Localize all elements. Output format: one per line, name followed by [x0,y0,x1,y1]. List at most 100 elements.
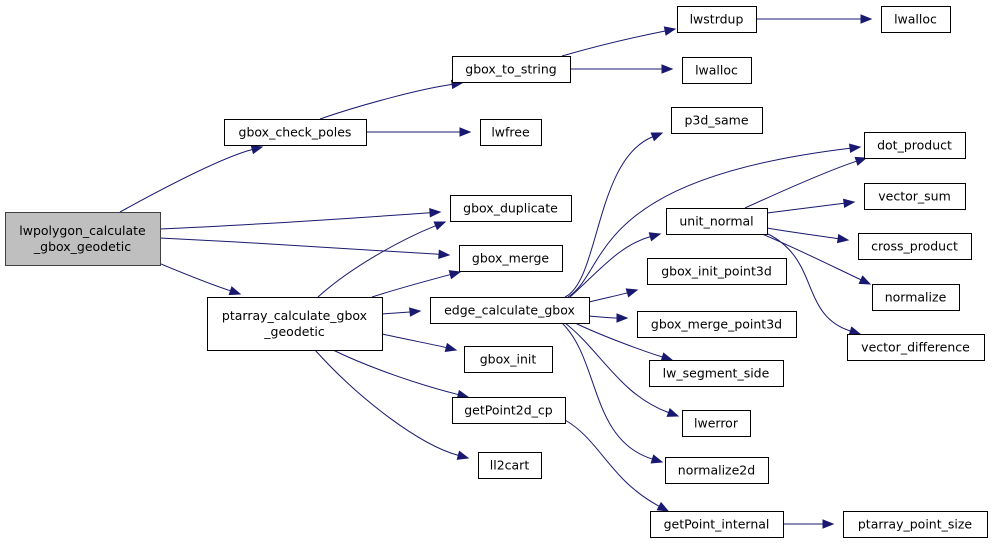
node-dot-product[interactable]: dot_product [864,132,966,159]
edge-gbox_check_poles-to-gbox_to_string [319,79,464,120]
node-label: vector_sum [878,189,951,204]
arrowhead-icon [456,450,470,460]
node-vector-sum[interactable]: vector_sum [864,183,966,210]
edge-line [381,311,411,315]
edge-unit_normal-to-dot_product [744,156,868,209]
edge-edge_calculate_gbox-to-unit_normal [569,232,662,298]
node-box [872,284,960,311]
node-unit-normal[interactable]: unit_normal [666,208,768,235]
node-label: getPoint2d_cp [464,403,553,418]
node-gbox-init-point3d[interactable]: gbox_init_point3d [647,258,787,285]
edge-ptarray_calculate_gbox_geodetic-to-gbox_merge [371,270,462,298]
node-box [452,397,566,424]
edge-getPoint2d_cp-to-getPoint_internal [564,419,670,512]
node-lwerror[interactable]: lwerror [682,410,751,437]
node-gbox-to-string[interactable]: gbox_to_string [452,56,571,83]
edge-line [761,233,862,281]
node-label: lwalloc [695,63,738,78]
node-label: _gbox_geodetic [33,239,131,254]
node-box [864,183,966,210]
arrowhead-icon [625,288,639,298]
node-lwalloc-1[interactable]: lwalloc [881,6,951,33]
node-label: gbox_check_poles [239,125,352,140]
edge-line [564,419,660,507]
node-lwfree[interactable]: lwfree [480,119,542,146]
node-gbox-check-poles[interactable]: gbox_check_poles [224,119,367,146]
node-gbox-merge-point3d[interactable]: gbox_merge_point3d [637,311,797,338]
node-lwalloc-2[interactable]: lwalloc [682,57,752,84]
node-label: gbox_duplicate [463,201,558,216]
node-label: lwalloc [894,12,937,27]
edge-lwpolygon_calculate_gbox_geodetic-to-gbox_merge [159,237,451,259]
node-box [464,346,553,373]
node-box [682,410,751,437]
edge-gbox_to_string-to-lwstrdup [561,26,677,57]
node-box [647,258,787,285]
node-label: ll2cart [490,458,530,473]
node-gbox-duplicate[interactable]: gbox_duplicate [450,195,572,222]
node-box [864,132,966,159]
edge-lwpolygon_calculate_gbox_geodetic-to-gbox_check_poles [119,145,264,213]
arrowhead-icon [438,249,451,259]
node-label: gbox_init [480,352,537,367]
edge-ptarray_calculate_gbox_geodetic-to-gbox_duplicate [317,221,447,298]
node-box [637,311,797,338]
nodes-layer: lwpolygon_calculate_gbox_geodetic gbox_ch… [5,6,988,538]
node-gbox-merge[interactable]: gbox_merge [459,245,563,272]
arrowhead-icon [448,270,462,280]
node-box [858,233,972,260]
edge-line [569,236,651,298]
node-normalize2d[interactable]: normalize2d [665,457,769,484]
node-vector-difference[interactable]: vector_difference [847,334,985,361]
edge-line [588,315,618,319]
node-p3d-same[interactable]: p3d_same [671,107,763,134]
node-box [665,457,769,484]
node-cross-product[interactable]: cross_product [858,233,972,260]
node-normalize[interactable]: normalize [872,284,960,311]
arrowhead-icon [650,132,664,142]
node-label: getPoint_internal [664,517,770,532]
node-label: gbox_merge_point3d [651,317,782,332]
node-box [459,245,563,272]
node-ll2cart[interactable]: ll2cart [478,452,542,479]
node-box [682,57,752,84]
node-label: gbox_to_string [465,62,556,77]
arrowhead-icon [409,307,422,317]
edge-edge_calculate_gbox-to-normalize2d [561,322,664,464]
node-getPoint-internal[interactable]: getPoint_internal [650,511,784,538]
node-label: vector_difference [861,340,970,355]
node-label: ptarray_point_size [858,517,973,532]
arrowhead-icon [860,14,873,24]
arrowhead-icon [433,221,447,231]
edge-lwstrdup-to-lwalloc_1 [756,14,873,24]
node-label: lwerror [694,416,739,431]
node-label: _geodetic [263,324,325,339]
node-ptarray-calculate-gbox-geodetic[interactable]: ptarray_calculate_gbox_geodetic [207,297,383,351]
arrowhead-icon [648,232,662,242]
node-lwpolygon-calculate-gbox-geodetic[interactable]: lwpolygon_calculate_gbox_geodetic [5,212,161,266]
node-lw-segment-side[interactable]: lw_segment_side [649,360,784,387]
node-ptarray-point-size[interactable]: ptarray_point_size [843,511,988,538]
node-box [480,119,542,146]
arrowhead-icon [656,501,670,512]
edge-unit_normal-to-cross_product [766,227,850,244]
node-gbox-init[interactable]: gbox_init [464,346,553,373]
edge-unit_normal-to-normalize [761,233,872,285]
edge-line [767,233,851,332]
node-label: edge_calculate_gbox [444,303,575,318]
node-getPoint2d-cp[interactable]: getPoint2d_cp [452,397,566,424]
node-label: normalize [885,290,947,305]
node-lwstrdup[interactable]: lwstrdup [677,6,757,33]
node-box [224,119,367,146]
arrowhead-icon [661,64,674,74]
node-label: lwfree [491,125,530,140]
node-box [671,107,763,134]
edge-line [381,333,447,349]
edge-line [314,349,459,456]
arrowhead-icon [666,407,680,417]
arrowhead-icon [849,143,862,153]
arrowhead-icon [842,198,856,209]
edge-ptarray_calculate_gbox_geodetic-to-ll2cart [314,349,470,460]
node-edge-calculate-gbox[interactable]: edge_calculate_gbox [430,297,590,324]
arrowhead-icon [660,352,674,362]
